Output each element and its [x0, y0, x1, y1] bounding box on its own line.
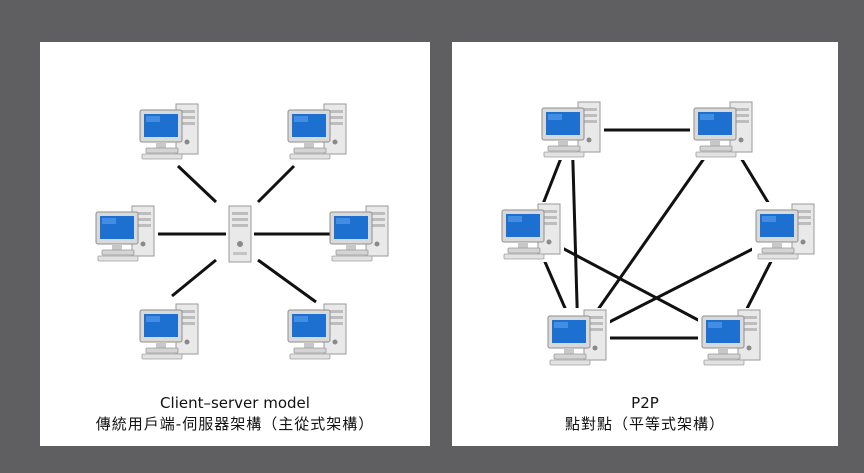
desktop-computer-icon — [541, 101, 601, 158]
cs-connection-line — [176, 164, 218, 204]
desktop-computer-icon — [501, 203, 561, 260]
desktop-computer-icon — [287, 103, 347, 160]
desktop-computer-icon — [329, 205, 389, 262]
p2p-diagram — [498, 100, 818, 368]
cs-connection-line — [256, 164, 296, 204]
desktop-computer-icon — [95, 205, 155, 262]
p2p-connection-line — [577, 230, 787, 340]
client-server-title-en: Client–server model — [160, 394, 310, 412]
cs-connection-line — [171, 258, 217, 298]
p2p-connection-line — [576, 129, 726, 339]
p2p-title-zh: 點對點（平等式架構） — [564, 415, 725, 433]
desktop-computer-icon — [139, 103, 199, 160]
desktop-computer-icon — [547, 309, 607, 366]
client-server-panel: Client–server model 傳統用戶端-伺服器架構（主從式架構） — [40, 42, 430, 446]
cs-connection-line — [257, 258, 317, 304]
client-server-title-zh: 傳統用戶端-伺服器架構（主從式架構） — [95, 415, 375, 433]
p2p-panel: P2P 點對點（平等式架構） — [452, 42, 838, 446]
desktop-computer-icon — [287, 303, 347, 360]
client-server-diagram — [95, 103, 389, 360]
desktop-computer-icon — [139, 303, 199, 360]
desktop-computer-icon — [755, 203, 815, 260]
desktop-computer-icon — [693, 101, 753, 158]
p2p-title-en: P2P — [631, 394, 659, 412]
desktop-computer-icon — [701, 309, 761, 366]
server-tower-icon — [228, 205, 252, 263]
p2p-connection-line — [570, 129, 580, 339]
